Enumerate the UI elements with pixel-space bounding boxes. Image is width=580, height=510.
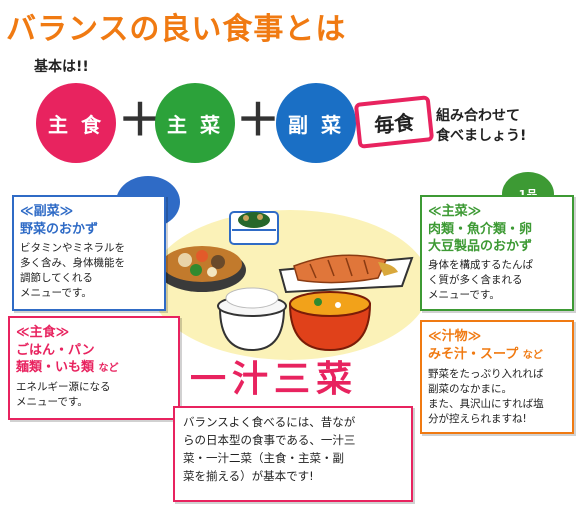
fukusai-box: ≪副菜≫ 野菜のおかず ビタミンやミネラルを 多く含み、身体機能を 調節してくれ… [12, 195, 166, 311]
body-line: メニューです。 [20, 287, 92, 299]
shusai-circle: 主 菜 [155, 83, 235, 163]
body-line: 副菜のなかまに。 [428, 383, 512, 395]
body-line: メニューです。 [428, 289, 500, 301]
main-text: 麺類・いも類 [16, 360, 95, 375]
body-line: 身体を構成するたんぱ [428, 259, 533, 271]
every-meal-badge: 毎食 [353, 95, 435, 149]
page-title: バランスの良い食事とは [6, 12, 347, 47]
text-line: 菜を揃える）が基本です! [183, 469, 314, 483]
miso-soup-icon [288, 291, 372, 352]
plus-sign: ＋ [118, 95, 162, 146]
body-line: 分が控えられますね! [428, 413, 527, 425]
shushoku-circle: 主 食 [36, 83, 116, 163]
text-line: らの日本型の食事である、一汁三 [183, 433, 356, 447]
shiru-body: 野菜をたっぷり入れれば 副菜のなかまに。 また、具沢山にすれば塩 分が控えられま… [428, 367, 572, 427]
shiru-box: ≪汁物≫ みそ汁・スープ など 野菜をたっぷり入れれば 副菜のなかまに。 また、… [420, 320, 574, 434]
body-line: ビタミンやミネラルを [20, 242, 125, 254]
body-line: また、具沢山にすれば塩 [428, 398, 544, 410]
explanation-box: バランスよく食べるには、昔なが らの日本型の食事である、一汁三 菜・一汁二菜（主… [173, 406, 413, 502]
main-text: みそ汁・スープ [428, 347, 519, 362]
suffix: など [98, 363, 119, 374]
meal-illustration [158, 211, 414, 352]
tagline-line2: 食べましょう! [436, 128, 527, 144]
rice-bowl-icon [217, 287, 287, 352]
explanation-text: バランスよく食べるには、昔なが らの日本型の食事である、一汁三 菜・一汁二菜（主… [183, 413, 403, 485]
shusai-main: 肉類・魚介類・卵 大豆製品のおかず [428, 221, 572, 255]
body-line: エネルギー源になる [16, 381, 111, 393]
ichiju-sansai-title: 一汁三菜 [190, 359, 359, 400]
shiru-main: みそ汁・スープ など [428, 346, 572, 364]
fukusai-heading: ≪副菜≫ [20, 204, 74, 219]
shusai-heading: ≪主菜≫ [428, 204, 482, 219]
main-line: 大豆製品のおかず [428, 239, 533, 254]
fukusai-main: 野菜のおかず [20, 222, 99, 237]
body-line: 野菜をたっぷり入れれば [428, 368, 544, 380]
text-line: バランスよく食べるには、昔なが [183, 415, 356, 429]
fukusai-circle: 副 菜 [276, 83, 356, 163]
body-line: く質が多く含まれる [428, 274, 523, 286]
fukusai-body: ビタミンやミネラルを 多く含み、身体機能を 調節してくれる メニューです。 [20, 241, 164, 301]
text-line: 菜・一汁二菜（主食・主菜・副 [183, 451, 344, 465]
seaweed-dish-icon [229, 211, 279, 245]
main-line: ごはん・パン [16, 343, 95, 358]
subtitle: 基本は!! [34, 59, 89, 75]
plus-sign: ＋ [236, 95, 280, 146]
suffix: など [522, 350, 543, 361]
grilled-fish-icon [278, 254, 414, 294]
shiru-heading: ≪汁物≫ [428, 329, 482, 344]
shushoku-box: ≪主食≫ ごはん・パン 麺類・いも類 など エネルギー源になる メニューです。 [8, 316, 180, 420]
tagline-line1: 組み合わせて [436, 108, 520, 124]
tagline: 組み合わせて 食べましょう! [436, 106, 526, 146]
body-line: メニューです。 [16, 396, 88, 408]
body-line: 多く含み、身体機能を [20, 257, 125, 269]
shusai-body: 身体を構成するたんぱ く質が多く含まれる メニューです。 [428, 258, 572, 303]
shushoku-body: エネルギー源になる メニューです。 [16, 380, 178, 410]
shusai-box: ≪主菜≫ 肉類・魚介類・卵 大豆製品のおかず 身体を構成するたんぱ く質が多く含… [420, 195, 574, 311]
main-line: 肉類・魚介類・卵 [428, 222, 533, 237]
shushoku-heading: ≪主食≫ [16, 325, 70, 340]
body-line: 調節してくれる [20, 272, 93, 284]
main-line: 麺類・いも類 など [16, 359, 178, 377]
side-dish-bowl-icon [158, 246, 246, 292]
shushoku-main: ごはん・パン 麺類・いも類 など [16, 342, 178, 377]
